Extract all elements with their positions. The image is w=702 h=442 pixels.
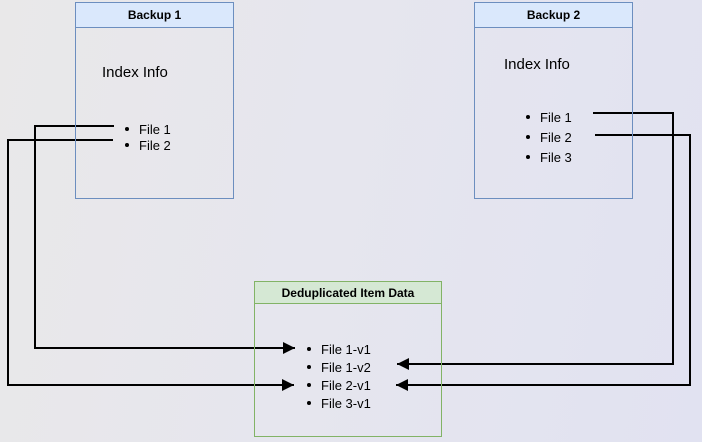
bullet-icon — [526, 115, 530, 119]
backup1-title: Backup 1 — [76, 3, 233, 28]
backup2-title: Backup 2 — [475, 3, 632, 28]
backup1-file-2: File 2 — [139, 137, 171, 153]
backup2-file-2: File 2 — [540, 129, 572, 145]
list-item: File 1-v1 — [307, 340, 371, 358]
backup1-index-info-label: Index Info — [102, 64, 168, 81]
bullet-icon — [307, 365, 311, 369]
dedup-title: Deduplicated Item Data — [255, 282, 441, 304]
backup2-file-3: File 3 — [540, 149, 572, 165]
dedup-item-list: File 1-v1 File 1-v2 File 2-v1 File 3-v1 — [307, 340, 371, 412]
bullet-icon — [526, 155, 530, 159]
backup1-file-1: File 1 — [139, 121, 171, 137]
bullet-icon — [125, 143, 129, 147]
list-item: File 3-v1 — [307, 394, 371, 412]
bullet-icon — [307, 347, 311, 351]
backup2-file-1: File 1 — [540, 109, 572, 125]
list-item: File 1 — [526, 107, 572, 127]
deduplicated-item-data-box: Deduplicated Item Data File 1-v1 File 1-… — [254, 281, 442, 437]
bullet-icon — [526, 135, 530, 139]
backup1-file-list: File 1 File 2 — [125, 121, 171, 153]
bullet-icon — [307, 383, 311, 387]
list-item: File 3 — [526, 147, 572, 167]
dedup-item-file1v2: File 1-v2 — [321, 359, 371, 375]
backup1-box: Backup 1 Index Info File 1 File 2 — [75, 2, 234, 199]
list-item: File 2 — [125, 137, 171, 153]
backup2-file-list: File 1 File 2 File 3 — [526, 107, 572, 167]
list-item: File 2 — [526, 127, 572, 147]
dedup-item-file2v1: File 2-v1 — [321, 377, 371, 393]
list-item: File 1 — [125, 121, 171, 137]
backup2-index-info-label: Index Info — [504, 56, 570, 73]
list-item: File 2-v1 — [307, 376, 371, 394]
bullet-icon — [307, 401, 311, 405]
backup2-box: Backup 2 Index Info File 1 File 2 File 3 — [474, 2, 633, 199]
list-item: File 1-v2 — [307, 358, 371, 376]
bullet-icon — [125, 127, 129, 131]
dedup-item-file3v1: File 3-v1 — [321, 395, 371, 411]
dedup-item-file1v1: File 1-v1 — [321, 341, 371, 357]
